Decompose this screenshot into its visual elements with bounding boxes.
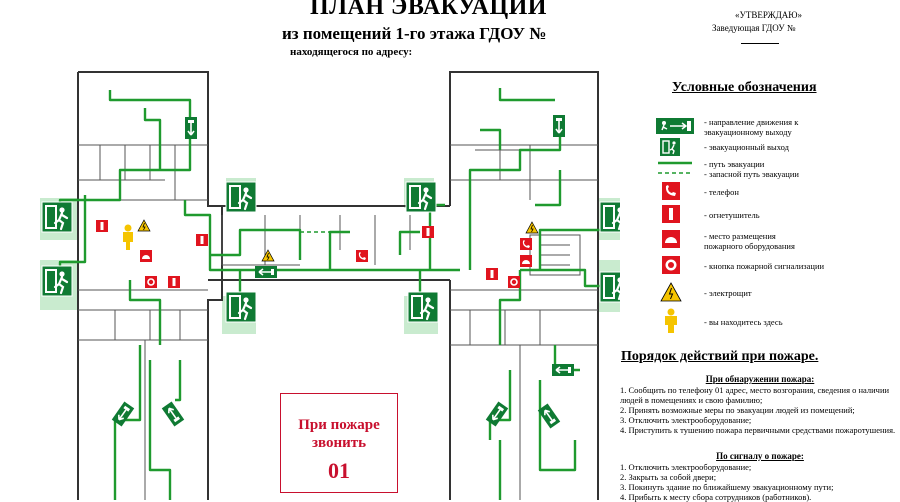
fire-equipment-icon [520, 255, 532, 267]
direction-sign-icon [254, 265, 278, 279]
spare-evacuation-paths [222, 231, 330, 256]
electrical-panel-icon [660, 282, 682, 302]
exit-sign-south-left-icon [224, 290, 258, 324]
call-box-line1: При пожаре [298, 417, 380, 433]
building-walls [77, 71, 599, 500]
legend-text: - путь эвакуации - запасной путь эвакуац… [704, 159, 799, 179]
direction-sign-icon [160, 400, 186, 428]
fire-extinguisher-icon [96, 220, 108, 232]
telephone-icon [356, 250, 368, 262]
legend-item-exit: - эвакуационный выход [656, 138, 896, 164]
floor-plan [40, 71, 620, 500]
procedure-step: 1. Сообщить по телефону 01 адрес, место … [620, 385, 890, 405]
exit-direction-sign-icon [656, 118, 694, 134]
legend-text: - кнопка пожарной сигнализации [704, 261, 825, 271]
exit-sign-east-lower-icon [598, 270, 620, 304]
legend-text: - направление движения к эвакуационному … [704, 117, 799, 137]
legend-text: - эвакуационный выход [704, 142, 790, 152]
fire-extinguisher-icon [196, 234, 208, 246]
fire-alarm-button-icon [145, 276, 157, 288]
direction-sign-icon [184, 116, 198, 140]
exit-sign-north-right-icon [404, 180, 438, 214]
procedure-step: 3. Покинуть здание по ближайшему эвакуац… [620, 482, 834, 492]
legend-item-extinguisher: - огнетушитель [656, 205, 896, 231]
legend-item-phone: - телефон [656, 182, 896, 208]
plan-subtitle: из помещений 1-го этажа ГДОУ № [282, 24, 547, 43]
legend-item-alarm: - кнопка пожарной сигнализации [656, 256, 896, 282]
direction-sign-icon [552, 114, 566, 138]
you-are-here-icon [123, 224, 133, 250]
legend-text: - телефон [704, 187, 739, 197]
fire-alarm-button-icon [508, 276, 520, 288]
procedure-step: 4. Прибыть к месту сбора сотрудников (ра… [620, 492, 812, 502]
fire-extinguisher-icon [168, 276, 180, 288]
legend-title: Условные обозначения [672, 80, 817, 95]
electrical-panel-icon [261, 249, 275, 262]
legend-item-you-are-here: - вы находитесь здесь [656, 308, 896, 334]
plan-title: ПЛАН ЭВАКУАЦИИ [310, 0, 547, 20]
exit-sign-south-right-icon [406, 290, 440, 324]
legend-item-fire-equipment: - место размещения пожарного оборудовани… [656, 230, 896, 256]
legend-text: - огнетушитель [704, 210, 760, 220]
procedure-step: 3. Отключить электрооборудование; [620, 415, 752, 425]
evacuation-paths [58, 88, 612, 500]
fire-phone-number: 01 [328, 458, 350, 483]
legend-item-exit-direction: - направление движения к эвакуационному … [656, 116, 896, 142]
procedure-title: Порядок действий при пожаре. [621, 349, 819, 364]
on-signal-title: По сигналу о пожаре: [716, 451, 804, 461]
legend-text: - место размещения пожарного оборудовани… [704, 231, 795, 251]
exit-sign-east-upper-icon [598, 200, 620, 234]
legend-item-panel: - электрощит [656, 282, 896, 308]
signature-line [741, 43, 779, 44]
approval-role: Заведующая ГДОУ № [712, 23, 796, 33]
fire-alarm-button-icon [662, 256, 680, 274]
procedure-step: 2. Закрыть за собой двери; [620, 472, 717, 482]
call-box-line2: звонить [311, 435, 367, 451]
legend-text: - вы находитесь здесь [704, 317, 783, 327]
you-are-here-icon [665, 308, 677, 333]
electrical-panel-icon [137, 219, 151, 232]
on-detect-block: При обнаружении пожара: 1. Сообщить по т… [620, 374, 900, 435]
fire-extinguisher-icon [486, 268, 498, 280]
legend-text: - электрощит [704, 288, 752, 298]
direction-sign-icon [551, 363, 575, 377]
fire-extinguisher-icon [422, 226, 434, 238]
procedure-step: 2. Принять возможные меры по эвакуации л… [620, 405, 855, 415]
on-signal-block: По сигналу о пожаре: 1. Отключить электр… [620, 451, 900, 502]
procedure-step: 4. Приступить к тушению пожара первичным… [620, 425, 896, 435]
fire-extinguisher-icon [662, 205, 680, 223]
address-line: находящегося по адресу: [290, 46, 413, 58]
evacuation-exit-sign-icon [660, 138, 680, 156]
fire-equipment-icon [140, 250, 152, 262]
evacuation-path-icon [658, 161, 692, 174]
telephone-icon [520, 238, 532, 250]
approval-stamp: «УТВЕРЖДАЮ» [735, 10, 803, 20]
exit-sign-west-upper-icon [40, 200, 74, 234]
electrical-panel-icon [525, 221, 539, 234]
legend-item-paths: - путь эвакуации - запасной путь эвакуац… [656, 158, 896, 184]
procedure-step: 1. Отключить электрооборудование; [620, 462, 752, 472]
on-detect-title: При обнаружении пожара: [705, 374, 815, 384]
exit-sign-west-lower-icon [40, 264, 74, 298]
fire-call-box: При пожаре звонить 01 [280, 393, 398, 493]
telephone-icon [662, 182, 680, 200]
fire-equipment-icon [662, 230, 680, 248]
exit-sign-north-left-icon [224, 180, 258, 214]
